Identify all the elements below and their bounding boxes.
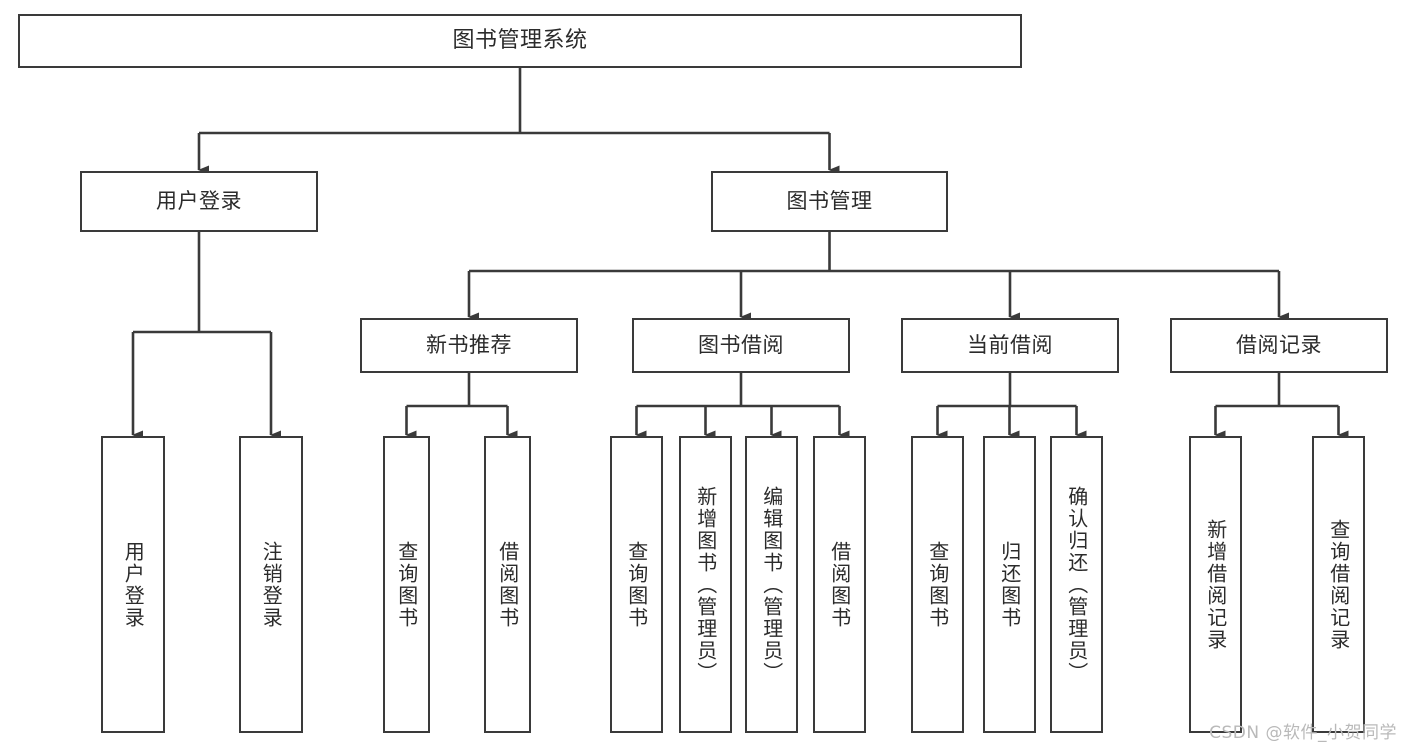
leaf-return-book-label: 归还图书 [997,540,1022,629]
leaf-confirm-return-label: 确认归还（管理员） [1064,485,1089,684]
leaf-confirm-return[interactable]: 确认归还（管理员） [1050,436,1103,733]
leaf-query-book-current-label: 查询图书 [925,540,950,629]
leaf-borrow-book-recommend-label: 借阅图书 [495,540,520,629]
node-current-borrowing[interactable]: 当前借阅 [901,318,1119,373]
watermark: CSDN @软件_小贺同学 [1209,723,1397,743]
leaf-edit-book-label: 编辑图书（管理员） [759,485,784,684]
leaf-user-logout-label: 注销登录 [259,540,284,629]
leaf-query-book-borrow[interactable]: 查询图书 [610,436,663,733]
leaf-add-book[interactable]: 新增图书（管理员） [679,436,732,733]
node-book-borrowing-label: 图书借阅 [698,333,784,358]
leaf-query-book-recommend-label: 查询图书 [394,540,419,629]
leaf-query-borrow-record[interactable]: 查询借阅记录 [1312,436,1365,733]
leaf-query-book-borrow-label: 查询图书 [624,540,649,629]
leaf-query-book-current[interactable]: 查询图书 [911,436,964,733]
node-current-borrowing-label: 当前借阅 [967,333,1053,358]
leaf-user-login[interactable]: 用户登录 [101,436,165,733]
leaf-query-borrow-record-label: 查询借阅记录 [1326,518,1351,651]
node-book-management[interactable]: 图书管理 [711,171,948,232]
node-new-book-recommendation[interactable]: 新书推荐 [360,318,578,373]
leaf-add-book-label: 新增图书（管理员） [693,485,718,684]
leaf-user-login-label: 用户登录 [121,540,146,629]
leaf-edit-book[interactable]: 编辑图书（管理员） [745,436,798,733]
leaf-query-book-recommend[interactable]: 查询图书 [383,436,430,733]
leaf-user-logout[interactable]: 注销登录 [239,436,303,733]
node-user-login[interactable]: 用户登录 [80,171,318,232]
leaf-add-borrow-record-label: 新增借阅记录 [1203,518,1228,651]
leaf-borrow-book-recommend[interactable]: 借阅图书 [484,436,531,733]
node-borrowing-records[interactable]: 借阅记录 [1170,318,1388,373]
leaf-add-borrow-record[interactable]: 新增借阅记录 [1189,436,1242,733]
node-user-login-label: 用户登录 [156,189,242,214]
node-root-label: 图书管理系统 [452,28,588,54]
leaf-return-book[interactable]: 归还图书 [983,436,1036,733]
node-root[interactable]: 图书管理系统 [18,14,1022,68]
leaf-borrow-book[interactable]: 借阅图书 [813,436,866,733]
node-new-book-recommendation-label: 新书推荐 [426,333,512,358]
node-borrowing-records-label: 借阅记录 [1236,333,1322,358]
node-book-borrowing[interactable]: 图书借阅 [632,318,850,373]
node-book-management-label: 图书管理 [786,189,873,214]
leaf-borrow-book-label: 借阅图书 [827,540,852,629]
